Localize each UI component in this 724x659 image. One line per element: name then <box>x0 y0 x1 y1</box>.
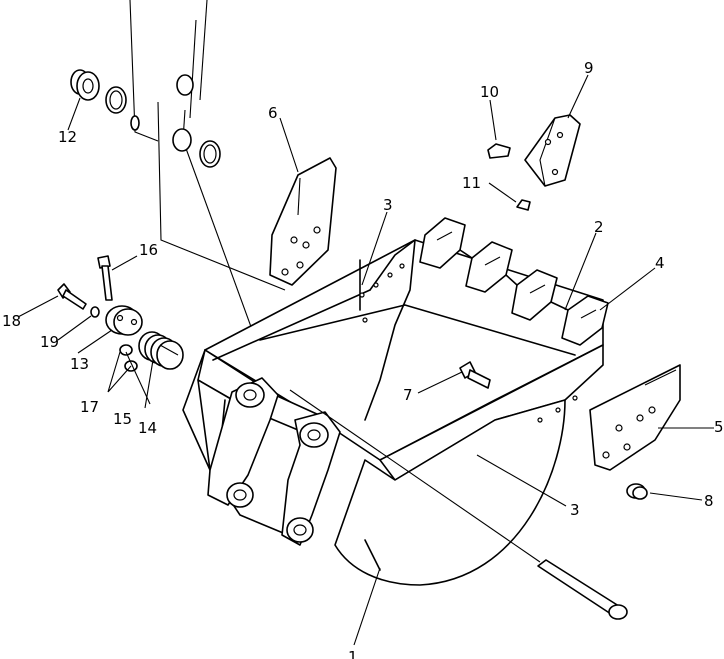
callout-14: 14 <box>138 419 157 437</box>
washer-19 <box>90 306 100 318</box>
shim-holder-13 <box>105 305 143 336</box>
o-ring-top-left-inner <box>109 90 123 110</box>
callout-6: 6 <box>268 104 278 122</box>
o-ring-top-right-inner <box>203 144 217 164</box>
side-cutter-left-6 <box>269 157 337 286</box>
washer-15 <box>119 344 133 356</box>
callout-3b: 3 <box>570 501 580 519</box>
callout-18: 18 <box>2 312 21 330</box>
callout-1: 1 <box>348 648 358 659</box>
callout-16: 16 <box>139 241 158 259</box>
bucket-body <box>182 239 604 586</box>
callout-12: 12 <box>58 128 77 146</box>
bolt-16 <box>97 255 113 301</box>
flanged-bushing-12 <box>70 69 100 101</box>
shims-14 <box>138 331 184 370</box>
tooth-pin-10 <box>487 143 511 159</box>
callout-4: 4 <box>655 254 665 272</box>
callout-9: 9 <box>584 59 594 77</box>
tooth-9 <box>524 114 581 187</box>
callout-8: 8 <box>704 492 714 510</box>
bucket-teeth <box>419 217 609 346</box>
callout-15: 15 <box>113 410 132 428</box>
callout-19: 19 <box>40 333 59 351</box>
bucket-pin <box>289 389 628 620</box>
callout-3a: 3 <box>383 196 393 214</box>
bolt-18 <box>57 283 87 310</box>
callout-2: 2 <box>594 218 604 236</box>
bolt-7 <box>459 361 491 389</box>
leader-lines <box>17 74 714 646</box>
callout-17: 17 <box>80 398 99 416</box>
side-cutter-right-5 <box>589 364 681 471</box>
callout-13: 13 <box>70 355 89 373</box>
callout-labels: 1 2 3 3 4 5 6 7 8 9 10 11 12 13 14 15 16… <box>2 59 724 659</box>
callout-7: 7 <box>403 386 413 404</box>
callout-10: 10 <box>480 83 499 101</box>
link-end-parts <box>130 74 194 152</box>
nut-8 <box>626 483 648 500</box>
callout-11: 11 <box>462 174 481 192</box>
lock-11 <box>516 199 531 211</box>
callout-5: 5 <box>714 418 724 436</box>
